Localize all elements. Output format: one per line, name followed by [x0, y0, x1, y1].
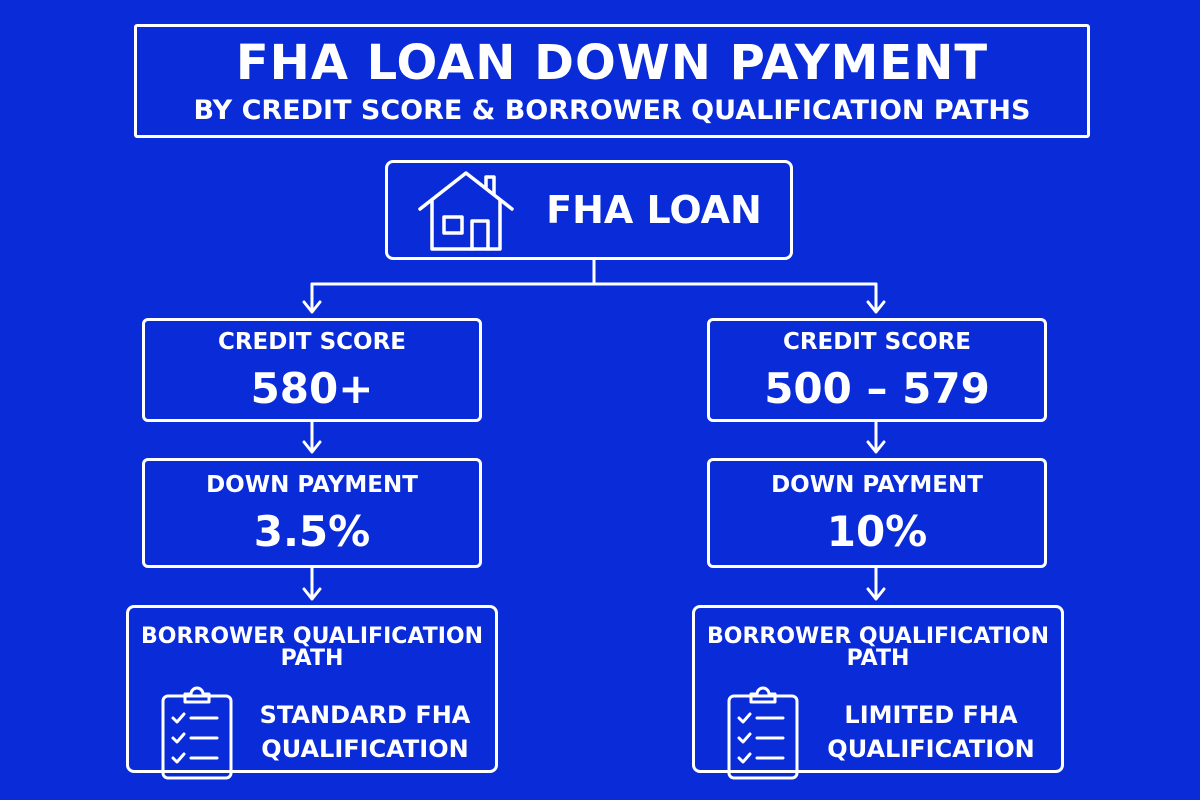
qualification-heading: BORROWER QUALIFICATION PATH — [706, 624, 1050, 671]
qualification-box-right: BORROWER QUALIFICATION PATH LIMITED FHA … — [692, 605, 1064, 780]
qualification-line-2: QUALIFICATION — [827, 735, 1035, 763]
credit-score-value: 580+ — [250, 363, 374, 413]
qualification-heading: BORROWER QUALIFICATION PATH — [140, 624, 484, 671]
arrow-to-credit-score-right — [866, 282, 886, 314]
credit-score-box-left: CREDIT SCORE 580+ — [142, 318, 482, 422]
qualification-line-1: STANDARD FHA — [259, 701, 471, 729]
clipboard-checklist-icon — [727, 686, 799, 780]
qualification-box-left: BORROWER QUALIFICATION PATH STANDARD FHA… — [126, 605, 498, 780]
down-payment-label: DOWN PAYMENT — [771, 471, 983, 498]
header-box: FHA LOAN DOWN PAYMENT BY CREDIT SCORE & … — [134, 24, 1090, 138]
clipboard-checklist-icon — [161, 686, 233, 780]
qualification-line-1: LIMITED FHA — [844, 701, 1018, 729]
qualification-line-2: QUALIFICATION — [261, 735, 469, 763]
house-icon — [418, 171, 514, 251]
qualification-row: LIMITED FHA QUALIFICATION — [695, 684, 1061, 780]
down-payment-value: 10% — [826, 506, 928, 556]
root-to-branch-connector — [310, 258, 878, 286]
credit-score-value: 500 – 579 — [764, 363, 990, 413]
credit-score-label: CREDIT SCORE — [217, 328, 407, 355]
arrow-to-down-payment-left — [302, 420, 322, 454]
root-node: FHA LOAN — [385, 160, 793, 260]
arrow-to-down-payment-right — [866, 420, 886, 454]
arrow-to-qualification-left — [302, 566, 322, 601]
arrow-to-qualification-right — [866, 566, 886, 601]
page-title: FHA LOAN DOWN PAYMENT — [235, 34, 989, 91]
down-payment-value: 3.5% — [253, 506, 371, 556]
qualification-row: STANDARD FHA QUALIFICATION — [129, 684, 495, 780]
down-payment-box-right: DOWN PAYMENT 10% — [707, 458, 1047, 568]
qualification-text: STANDARD FHA QUALIFICATION — [235, 698, 495, 766]
arrow-to-credit-score-left — [302, 282, 322, 314]
qualification-text: LIMITED FHA QUALIFICATION — [801, 698, 1061, 766]
credit-score-label: CREDIT SCORE — [782, 328, 972, 355]
down-payment-box-left: DOWN PAYMENT 3.5% — [142, 458, 482, 568]
page-subtitle: BY CREDIT SCORE & BORROWER QUALIFICATION… — [193, 94, 1031, 126]
down-payment-label: DOWN PAYMENT — [206, 471, 418, 498]
credit-score-box-right: CREDIT SCORE 500 – 579 — [707, 318, 1047, 422]
root-label: FHA LOAN — [546, 188, 762, 232]
